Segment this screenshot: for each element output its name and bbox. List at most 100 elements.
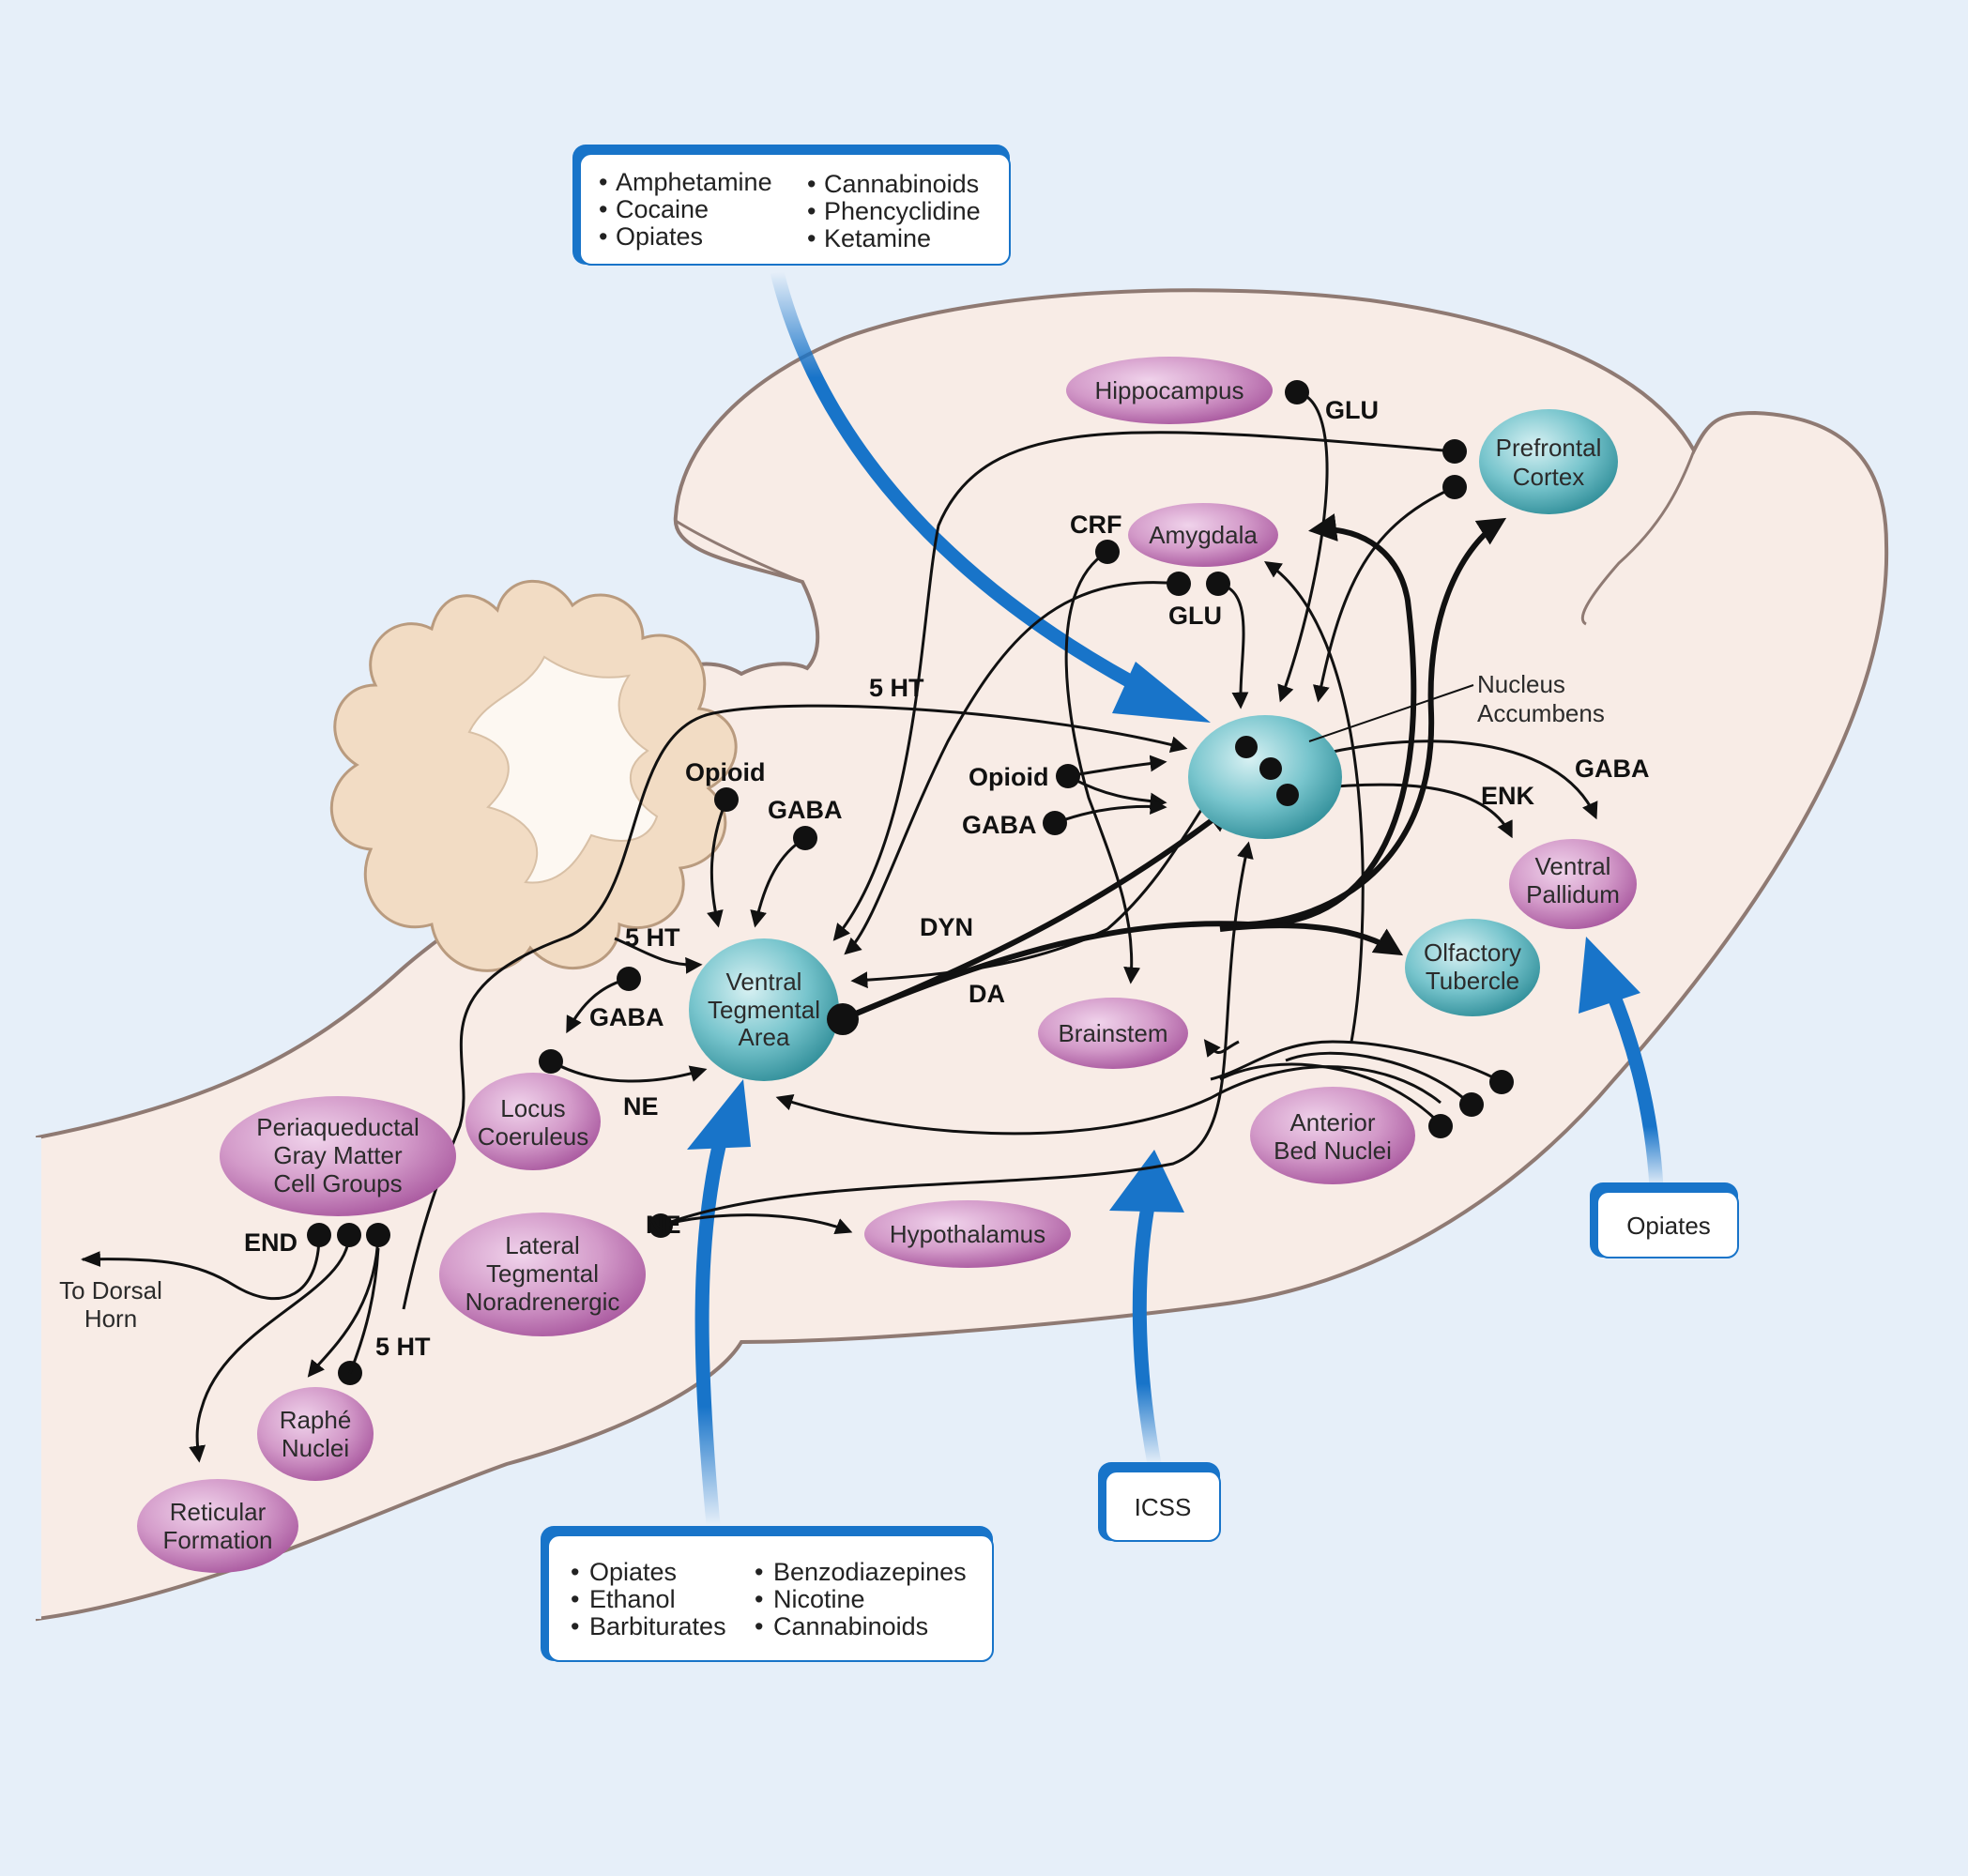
region-label: Tegmental [486, 1259, 599, 1288]
region-ventral-pallidum: Ventral Pallidum [1509, 839, 1637, 929]
path-to-brainstem [1203, 1039, 1240, 1058]
synapse-dot [1285, 380, 1309, 404]
drug-item: Amphetamine [616, 168, 772, 196]
path-bednuclei-2 [1219, 1062, 1444, 1128]
region-label: Hypothalamus [890, 1220, 1045, 1248]
region-label: Hippocampus [1095, 376, 1244, 404]
synapse-dot [307, 1223, 331, 1247]
transmitter-enk: ENK [1481, 782, 1535, 810]
region-label: Area [739, 1023, 790, 1051]
region-nucleus-accumbens: Nucleus Accumbens [1188, 670, 1605, 839]
path-bednuclei-4 [1210, 1040, 1503, 1084]
drug-item: • [571, 1612, 579, 1640]
synapse-dot [1167, 572, 1191, 596]
brain-fold-line [1580, 450, 1696, 626]
synapse-dot [337, 1223, 361, 1247]
drug-item: Opiates [589, 1558, 677, 1586]
synapse-dot [539, 1049, 563, 1074]
region-olfactory-tubercle: Olfactory Tubercle [1405, 919, 1540, 1016]
synapse-dots [307, 380, 1514, 1385]
path-to-raphe [307, 1234, 380, 1378]
region-label: Locus [500, 1094, 565, 1122]
path-amygdala-glu-vta [844, 581, 1180, 955]
transmitter-5ht: 5 HT [625, 923, 680, 952]
region-label: Prefrontal [1496, 434, 1602, 462]
region-label: Periaqueductal [256, 1113, 419, 1141]
drug-box-opiates-right: Opiates [1590, 1182, 1739, 1258]
region-label: Cell Groups [273, 1169, 402, 1197]
transmitter-5ht: 5 HT [375, 1333, 431, 1361]
path-amygdala-loop [1264, 560, 1365, 1043]
drug-item: Ethanol [589, 1585, 676, 1613]
synapse-dot [1206, 572, 1230, 596]
region-amygdala: Amygdala [1128, 503, 1278, 567]
path-raphe-5ht [348, 1247, 380, 1374]
transmitter-gaba: GABA [1575, 755, 1650, 783]
region-hypothalamus: Hypothalamus [864, 1200, 1071, 1268]
synapse-dot [1095, 540, 1120, 564]
region-label: Tegmental [708, 996, 820, 1024]
synapse-dot [1489, 1070, 1514, 1094]
drug-item: Opiates [616, 222, 703, 251]
region-label: Coeruleus [478, 1122, 589, 1151]
path-end-dorsal-horn [80, 1234, 321, 1301]
drug-box-icss: ICSS [1098, 1462, 1221, 1542]
synapse-dot [1043, 811, 1067, 835]
region-label: Ventral [1535, 852, 1611, 880]
label-to-dorsal-horn: To Dorsal Horn [59, 1276, 162, 1333]
synapse-dot [617, 967, 641, 991]
region-periaqueductal-gray: Periaqueductal Gray Matter Cell Groups [220, 1096, 456, 1216]
opiates-label: Opiates [1626, 1212, 1711, 1240]
path-amygdala-glu-nac [1217, 582, 1249, 709]
transmitter-gaba: GABA [589, 1003, 664, 1031]
drug-box-bottom: • Opiates • Ethanol • Barbiturates • Ben… [541, 1526, 994, 1662]
transmitter-gaba: GABA [768, 796, 843, 824]
transmitter-5ht: 5 HT [869, 674, 924, 702]
pathways [80, 390, 1598, 1463]
region-label: Reticular [170, 1498, 267, 1526]
cerebellum-shape [329, 579, 738, 972]
region-raphe-nuclei: Raphé Nuclei [257, 1387, 374, 1481]
path-crf-brainstem [1064, 550, 1141, 984]
drug-item: • [807, 197, 816, 225]
region-label: Noradrenergic [465, 1288, 620, 1316]
drug-item: Cannabinoids [824, 170, 979, 198]
region-label: Gray Matter [273, 1141, 403, 1169]
synapse-dot [648, 1213, 673, 1238]
region-label: Raphé [280, 1406, 352, 1434]
drug-arrowhead-bottom [687, 1079, 751, 1150]
synapse-dot [366, 1223, 390, 1247]
drug-box-top: • Amphetamine • Cocaine • Opiates • Cann… [572, 145, 1011, 266]
path-da-vta-pfc [1247, 517, 1507, 927]
drug-item: • [807, 170, 816, 198]
region-reticular-formation: Reticular Formation [137, 1479, 298, 1573]
drug-item: • [755, 1612, 763, 1640]
drug-item: • [755, 1585, 763, 1613]
transmitter-glu: GLU [1325, 396, 1379, 424]
path-ne-hypothalamus [660, 1213, 853, 1235]
drug-arrowhead-icss [1109, 1150, 1184, 1213]
region-label: Tubercle [1426, 967, 1519, 995]
transmitter-da: DA [969, 980, 1005, 1008]
icss-label: ICSS [1135, 1493, 1192, 1521]
transmitter-opioid: Opioid [685, 758, 765, 786]
region-label: Bed Nuclei [1274, 1136, 1392, 1165]
synapse-dot [793, 826, 817, 850]
synapse-dot [1442, 475, 1467, 499]
drug-item: • [599, 222, 607, 251]
transmitter-glu: GLU [1168, 602, 1222, 630]
path-ne-vta [550, 1060, 708, 1083]
path-pfc-nac [1313, 485, 1456, 703]
drug-item: • [599, 168, 607, 196]
path-pfc-vta [832, 431, 1456, 941]
region-label: Pallidum [1526, 880, 1620, 908]
path-hippocampus-glu [1277, 390, 1329, 703]
drug-arrowhead-opiates-right [1579, 937, 1640, 1014]
region-hippocampus: Hippocampus [1066, 357, 1273, 424]
drug-arrow-bottom [694, 1129, 730, 1526]
synapse-dot [1442, 439, 1467, 464]
region-label: Cortex [1513, 463, 1585, 491]
drug-item: • [571, 1585, 579, 1613]
region-label: Nucleus [1477, 670, 1565, 698]
